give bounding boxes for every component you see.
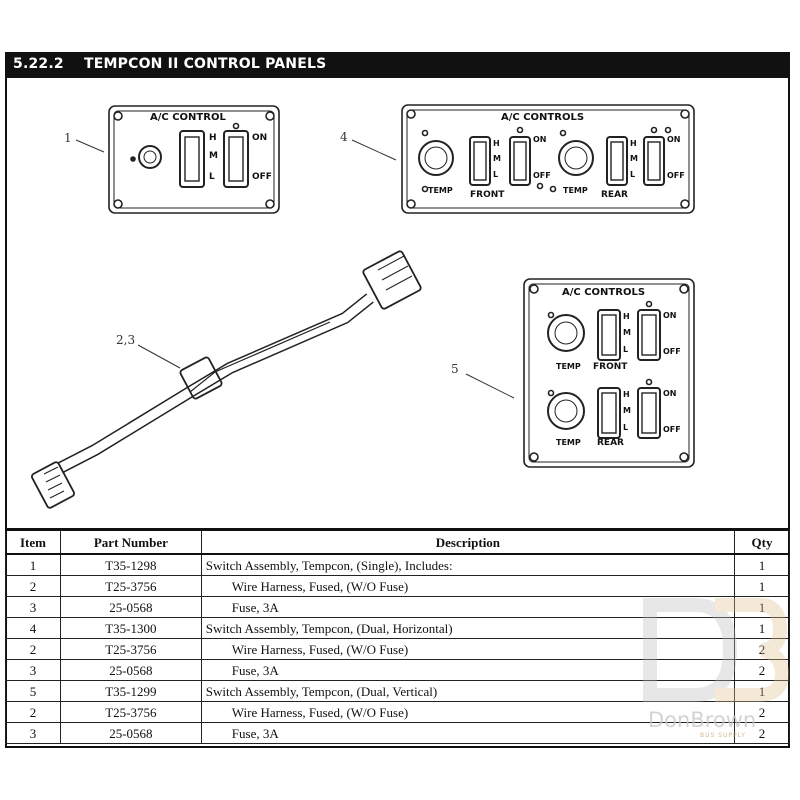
panel-vertical-l-front: L xyxy=(623,345,629,354)
table-header-row: Item Part Number Description Qty xyxy=(5,528,790,555)
cell-description: Wire Harness, Fused, (W/O Fuse) xyxy=(200,638,736,660)
panel-single-m: M xyxy=(209,151,218,161)
cell-part-number: 25-0568 xyxy=(59,722,202,744)
panel-horizontal-temp-rear: TEMP xyxy=(563,186,588,195)
panel-horizontal-h-rear: H xyxy=(630,139,637,148)
header-qty: Qty xyxy=(734,528,790,555)
section-title: TEMPCON II CONTROL PANELS xyxy=(84,56,327,72)
callout-1: 1 xyxy=(64,131,72,145)
cell-part-number: T25-3756 xyxy=(59,638,202,660)
callout-5: 5 xyxy=(451,362,459,376)
cell-description: Fuse, 3A xyxy=(200,722,736,744)
cell-description: Switch Assembly, Tempcon, (Dual, Vertica… xyxy=(200,680,736,702)
panel-dual-horizontal xyxy=(401,104,695,214)
panel-single-l: L xyxy=(209,172,215,182)
cell-part-number: T35-1300 xyxy=(59,617,202,639)
header-item: Item xyxy=(5,528,61,555)
parts-table: Item Part Number Description Qty 1 T35-1… xyxy=(5,528,790,744)
panel-horizontal-temp-front: TEMP xyxy=(428,186,453,195)
panel-single-h: H xyxy=(209,133,217,143)
panel-horizontal-l-front: L xyxy=(493,170,499,179)
cell-item: 2 xyxy=(5,638,61,660)
cell-part-number: 25-0568 xyxy=(59,659,202,681)
table-row: 3 25-0568 Fuse, 3A 2 xyxy=(5,722,790,744)
panel-vertical-title: A/C CONTROLS xyxy=(562,287,646,298)
panel-vertical-h-front: H xyxy=(623,312,630,321)
cell-description: Switch Assembly, Tempcon, (Dual, Horizon… xyxy=(200,617,736,639)
cell-part-number: T35-1299 xyxy=(59,680,202,702)
cell-item: 3 xyxy=(5,596,61,618)
table-row: 4 T35-1300 Switch Assembly, Tempcon, (Du… xyxy=(5,617,790,639)
cell-qty: 1 xyxy=(734,553,790,576)
cell-item: 2 xyxy=(5,575,61,597)
panel-horizontal-rear: REAR xyxy=(601,190,628,200)
section-number: 5.22.2 xyxy=(13,56,64,72)
cell-item: 1 xyxy=(5,553,61,576)
table-row: 2 T25-3756 Wire Harness, Fused, (W/O Fus… xyxy=(5,575,790,597)
callout-4: 4 xyxy=(340,130,348,144)
panel-vertical-rear: REAR xyxy=(597,438,624,448)
panel-horizontal-off-front: OFF xyxy=(533,171,551,180)
cell-part-number: T25-3756 xyxy=(59,575,202,597)
section-header: 5.22.2 TEMPCON II CONTROL PANELS xyxy=(5,52,790,78)
panel-horizontal-off-rear: OFF xyxy=(667,171,685,180)
cell-item: 3 xyxy=(5,659,61,681)
cell-item: 4 xyxy=(5,617,61,639)
panel-vertical-off-rear: OFF xyxy=(663,425,681,434)
panel-horizontal-title: A/C CONTROLS xyxy=(501,112,585,123)
wire-harness xyxy=(30,250,422,509)
cell-item: 2 xyxy=(5,701,61,723)
cell-item: 5 xyxy=(5,680,61,702)
panel-dual-vertical xyxy=(523,278,695,468)
cell-description: Switch Assembly, Tempcon, (Single), Incl… xyxy=(200,553,736,576)
panel-vertical-l-rear: L xyxy=(623,423,629,432)
watermark-tagline: BUS SUPPLY xyxy=(700,732,746,739)
cell-part-number: T25-3756 xyxy=(59,701,202,723)
table-row: 5 T35-1299 Switch Assembly, Tempcon, (Du… xyxy=(5,680,790,702)
panel-vertical-m-rear: M xyxy=(623,406,631,415)
watermark-brand: DonBrown xyxy=(648,708,757,732)
parts-illustration xyxy=(30,104,695,509)
leader-lines xyxy=(75,139,515,399)
panel-single-off: OFF xyxy=(252,172,272,182)
panel-single xyxy=(108,105,280,214)
panel-vertical-h-rear: H xyxy=(623,390,630,399)
cell-part-number: 25-0568 xyxy=(59,596,202,618)
panel-single-title: A/C CONTROL xyxy=(150,112,226,123)
panel-vertical-m-front: M xyxy=(623,328,631,337)
panel-horizontal-on-rear: ON xyxy=(667,135,681,144)
watermark-logo xyxy=(643,598,790,702)
header-part-number: Part Number xyxy=(59,528,202,555)
panel-horizontal-m-rear: M xyxy=(630,154,638,163)
panel-single-on: ON xyxy=(252,133,268,143)
callout-2-3: 2,3 xyxy=(116,333,136,347)
cell-qty: 2 xyxy=(734,722,790,744)
panel-horizontal-on-front: ON xyxy=(533,135,547,144)
cell-part-number: T35-1298 xyxy=(59,553,202,576)
header-description: Description xyxy=(200,528,736,555)
panel-horizontal-m-front: M xyxy=(493,154,501,163)
panel-vertical-temp-front: TEMP xyxy=(556,362,581,371)
table-row: 1 T35-1298 Switch Assembly, Tempcon, (Si… xyxy=(5,553,790,576)
panel-vertical-on-rear: ON xyxy=(663,389,677,398)
panel-horizontal-front: FRONT xyxy=(470,190,505,200)
panel-horizontal-h-front: H xyxy=(493,139,500,148)
panel-horizontal-l-rear: L xyxy=(630,170,636,179)
panel-vertical-on-front: ON xyxy=(663,311,677,320)
panel-vertical-temp-rear: TEMP xyxy=(556,438,581,447)
panel-vertical-front: FRONT xyxy=(593,362,628,372)
cell-item: 3 xyxy=(5,722,61,744)
panel-vertical-off-front: OFF xyxy=(663,347,681,356)
